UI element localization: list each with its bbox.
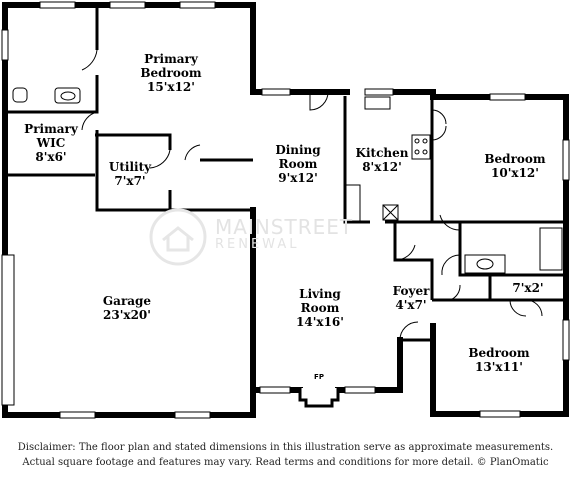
fireplace xyxy=(298,388,340,408)
room-dim: 8'x12' xyxy=(362,160,402,174)
room-dim: 7'x2' xyxy=(512,281,544,295)
room-bedroom-2: Bedroom 13'x11' xyxy=(468,346,529,374)
watermark-logo xyxy=(149,208,207,266)
room-name: Primary WIC xyxy=(24,122,78,150)
fixtures xyxy=(12,87,563,274)
room-closet: 7'x2' xyxy=(512,281,543,295)
room-living-room: Living Room 14'x16' xyxy=(296,287,344,329)
disclaimer: Disclaimer: The floor plan and stated di… xyxy=(0,440,571,470)
room-bedroom-1: Bedroom 10'x12' xyxy=(484,152,545,180)
room-dim: 14'x16' xyxy=(296,315,344,329)
watermark-line1: MAINSTREET xyxy=(215,215,354,239)
room-dining-room: Dining Room 9'x12' xyxy=(275,143,320,185)
watermark: MAINSTREET RENEWAL xyxy=(215,215,354,254)
room-name: Bedroom xyxy=(484,152,546,166)
room-dim: 15'x12' xyxy=(147,80,195,94)
watermark-line2: RENEWAL xyxy=(215,237,300,252)
room-dim: 8'x6' xyxy=(35,150,67,164)
disclaimer-line1: Disclaimer: The floor plan and stated di… xyxy=(17,442,554,453)
room-dim: 9'x12' xyxy=(278,171,318,185)
room-primary-wic: Primary WIC 8'x6' xyxy=(24,122,78,164)
room-dim: 10'x12' xyxy=(491,166,539,180)
room-name: Kitchen xyxy=(355,146,409,160)
room-kitchen: Kitchen 8'x12' xyxy=(356,146,409,174)
room-name: Primary Bedroom xyxy=(140,52,202,80)
doors xyxy=(81,49,543,341)
room-dim: 7'x7' xyxy=(114,174,146,188)
room-dim: 4'x7' xyxy=(395,298,427,312)
room-utility: Utility 7'x7' xyxy=(109,160,151,188)
room-name: Dining Room xyxy=(275,143,321,171)
room-dim: 13'x11' xyxy=(475,360,523,374)
room-name: Utility xyxy=(108,160,152,174)
room-name: Living Room xyxy=(299,287,341,315)
room-name: Foyer xyxy=(392,284,430,298)
room-foyer: Foyer 4'x7' xyxy=(393,284,430,312)
room-primary-bedroom: Primary Bedroom 15'x12' xyxy=(140,52,201,94)
room-garage: Garage 23'x20' xyxy=(103,294,151,322)
room-name: Garage xyxy=(102,294,152,308)
room-name: Bedroom xyxy=(468,346,530,360)
room-dim: 23'x20' xyxy=(103,308,151,322)
windows xyxy=(1,1,570,419)
disclaimer-line2: Actual square footage and features may v… xyxy=(22,457,549,468)
fireplace-label: FP xyxy=(314,373,324,381)
interior-walls xyxy=(5,5,566,414)
